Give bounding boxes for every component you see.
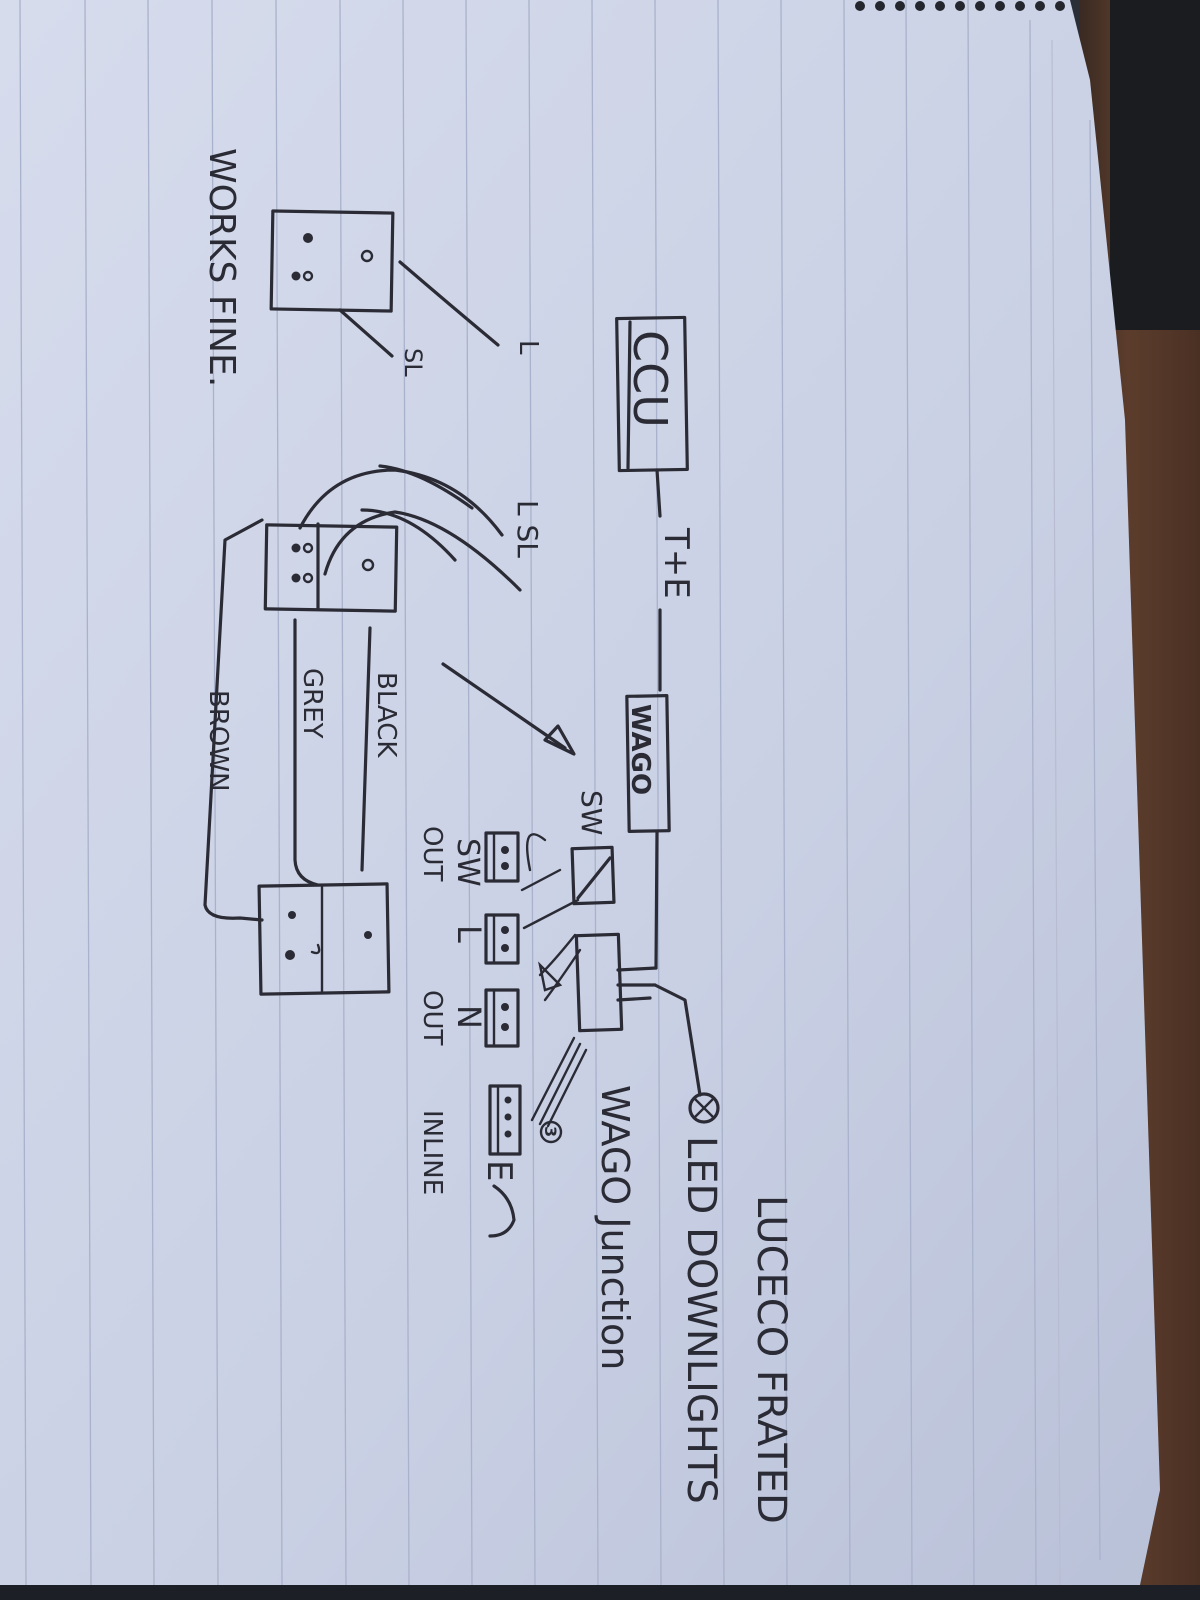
led-downlights-label: LED DOWNLIGHTS: [678, 1136, 724, 1504]
arrow-to-switch: [441, 662, 576, 756]
luceco-label: LUCECO FRATED: [748, 1195, 794, 1524]
switch-two-wiring: [203, 464, 522, 922]
l-wire-label: L: [513, 340, 543, 355]
three-core-marker: 3: [530, 1036, 588, 1144]
bottom-dark-strip: [0, 1585, 1200, 1600]
wago-to-junction-cable: [654, 830, 659, 970]
margin-line: [1051, 39, 1061, 1586]
black-label: BLACK: [371, 672, 401, 758]
terminal-block-sw: SW: [450, 831, 520, 887]
switch-two: [263, 522, 399, 613]
ccu-box: CCU: [615, 315, 689, 473]
ccu-label: CCU: [623, 330, 677, 428]
wago-junction-box: WAGO Junction: [574, 932, 702, 1370]
inline-label: INLINE: [417, 1110, 447, 1195]
three-label: 3: [541, 1126, 560, 1137]
t-e-label: T+E: [656, 527, 696, 599]
sl-wire-label: SL: [399, 348, 427, 377]
switch-one: [269, 209, 395, 313]
works-fine-label: WORKS FINE.: [201, 148, 242, 387]
dark-background-corner: [1110, 0, 1200, 330]
n-terminal-label: N: [450, 1005, 488, 1029]
out-label-1: OUT: [417, 826, 447, 881]
out-label-2: OUT: [417, 990, 447, 1045]
l-sl-label: L SL: [511, 500, 544, 558]
sw-terminal-label: SW: [450, 838, 485, 887]
switch-three: [257, 882, 391, 996]
switch-one-l-wire: [398, 260, 500, 347]
sw-top-label: SW: [575, 790, 608, 835]
terminal-block-l: L: [450, 913, 520, 965]
terminal-block-e: E: [479, 1084, 522, 1238]
l-terminal-label: L: [450, 925, 488, 943]
switch-one-sl-wire: [338, 308, 394, 358]
led-downlight: [688, 1092, 720, 1124]
wago-box-label: WAGO: [625, 704, 655, 795]
paper-sheet: [0, 0, 1160, 1585]
spiral-binding: [855, 1, 1065, 11]
wago-junction-label: WAGO Junction: [593, 1085, 637, 1370]
grey-label: GREY: [297, 668, 327, 739]
e-terminal-label: E: [479, 1160, 519, 1181]
junction-wiring: [520, 833, 582, 1002]
circle-cross-icon: [688, 1092, 720, 1124]
wago-box: WAGO: [625, 694, 671, 833]
arrowhead-icon: [543, 724, 576, 756]
t-e-cable: T+E: [655, 468, 696, 692]
sw-switch-box: SW: [570, 790, 616, 906]
brown-label: BROWN: [203, 690, 233, 792]
terminal-block-n: N: [450, 988, 520, 1048]
